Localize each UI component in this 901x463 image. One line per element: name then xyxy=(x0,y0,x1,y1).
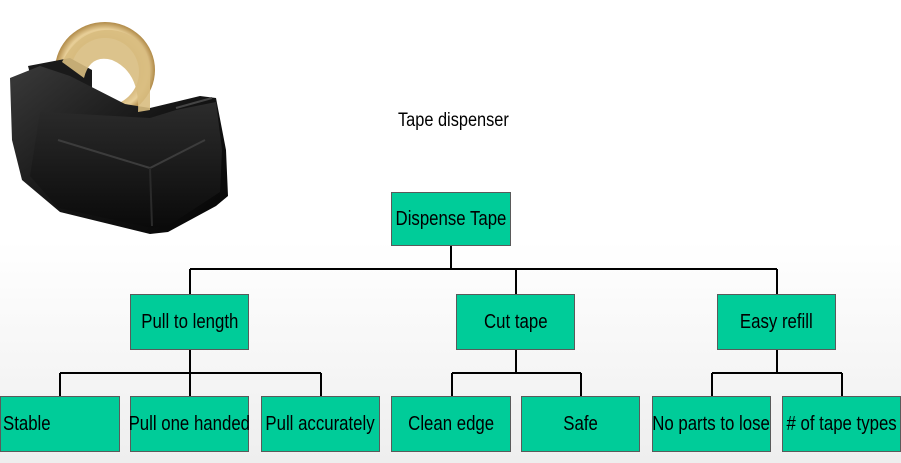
leaf-node-label: No parts to lose xyxy=(652,412,771,435)
leaf-node-label: Clean edge xyxy=(408,412,494,435)
branch-node-easy-refill: Easy refill xyxy=(717,294,836,350)
branch-node-label: Cut tape xyxy=(483,310,548,333)
leaf-node-label: # of tape types xyxy=(786,412,897,435)
leaf-node-label: Stable xyxy=(3,412,51,435)
leaf-node-pull-accurately: Pull accurately xyxy=(261,396,380,452)
root-node-label: Dispense Tape xyxy=(395,207,507,230)
leaf-node-tape-types: # of tape types xyxy=(782,396,901,452)
leaf-node-label: Pull one handed xyxy=(128,412,251,435)
branch-node-cut-tape: Cut tape xyxy=(456,294,575,350)
diagram-caption: Tape dispenser xyxy=(398,110,509,131)
leaf-node-label: Pull accurately xyxy=(265,412,376,435)
leaf-node-stable: Stable xyxy=(0,396,120,452)
branch-node-pull-to-length: Pull to length xyxy=(130,294,249,350)
root-node-dispense-tape: Dispense Tape xyxy=(391,192,511,246)
tape-dispenser-photo xyxy=(10,22,228,234)
branch-node-label: Pull to length xyxy=(140,310,239,333)
leaf-node-safe: Safe xyxy=(521,396,640,452)
leaf-node-label: Safe xyxy=(563,412,598,435)
leaf-node-clean-edge: Clean edge xyxy=(391,396,511,452)
leaf-node-pull-one-handed: Pull one handed xyxy=(128,396,251,452)
leaf-node-no-parts-to-lose: No parts to lose xyxy=(652,396,771,452)
branch-node-label: Easy refill xyxy=(740,310,813,333)
